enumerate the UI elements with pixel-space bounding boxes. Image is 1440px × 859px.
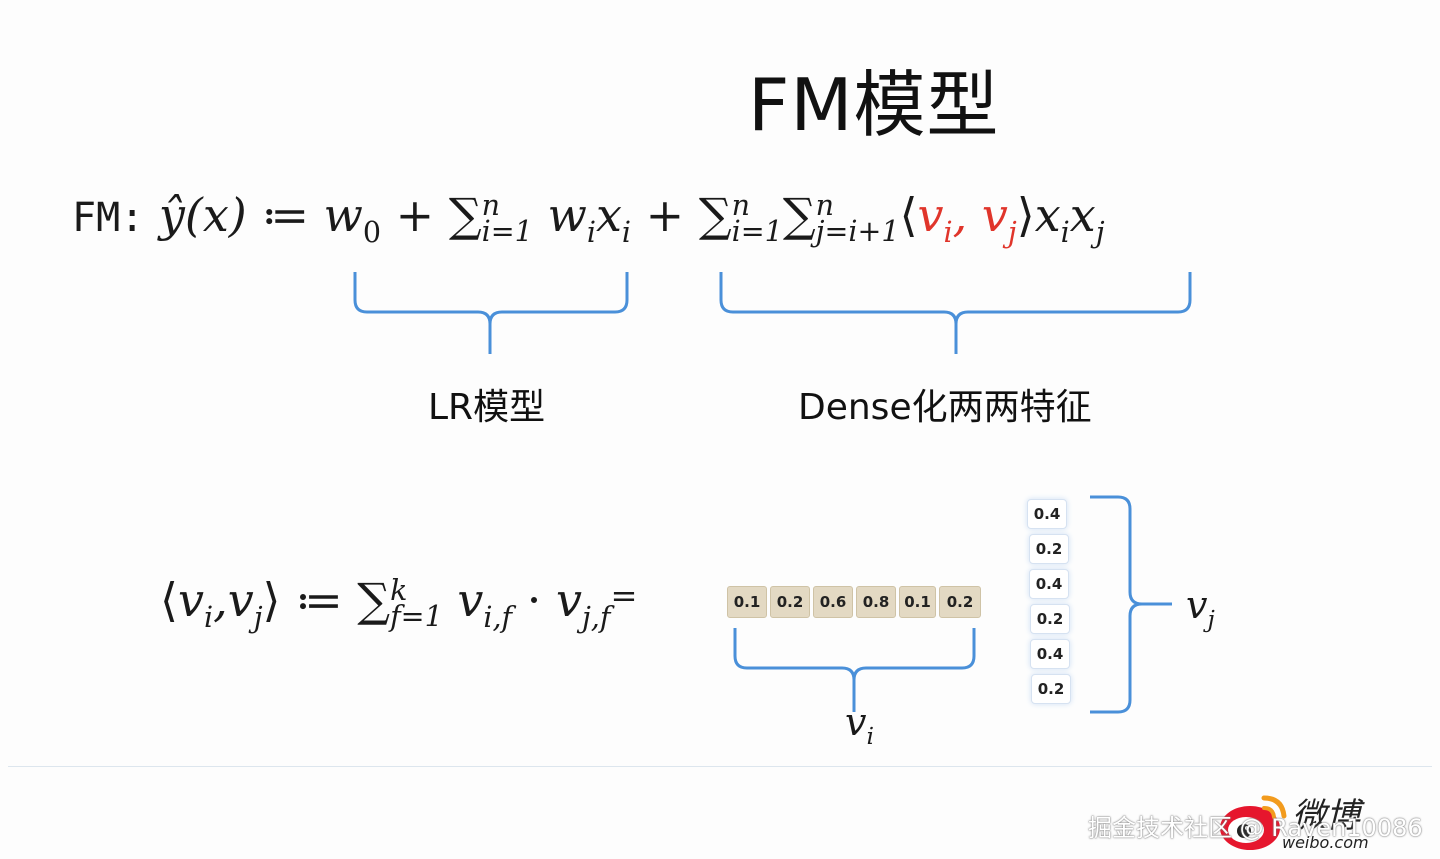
vi-cell: 0.2 [770,586,810,618]
vi-cell: 0.1 [727,586,767,618]
vi-cell: 0.2 [939,586,981,618]
vj-cell: 0.2 [1029,534,1069,564]
vi-brace [733,628,976,712]
weibo-url: weibo.com [1282,833,1369,852]
w0: w0 [323,188,382,249]
fm-prefix: FM: [72,195,145,241]
defeq-sign: ≔ [261,188,309,242]
vi-label: vi [845,700,874,750]
lr-brace [353,272,629,354]
dense-brace [719,272,1192,354]
lr-model-label: LR模型 [428,387,546,428]
dense-pairwise-label: Dense化两两特征 [798,387,1092,428]
y-hat: ŷ [158,188,185,242]
vj-cell: 0.2 [1030,604,1070,634]
page-title: FM模型 [748,63,1000,147]
weibo-logo-text: 微博 [1292,796,1360,836]
vj-cell: 0.4 [1029,569,1069,599]
plus-sign-2: + [645,188,685,242]
watermark-text: 掘金技术社区 @ Raven10086 [1088,814,1423,842]
bottom-divider [8,766,1432,767]
vi-cell: 0.6 [813,586,853,618]
vj-cell: 0.2 [1031,674,1071,704]
vj-brace [1090,495,1172,714]
vi-cell: 0.8 [856,586,896,618]
vj-cell: 0.4 [1030,639,1070,669]
xi-xj: xixj [1034,188,1105,249]
vj-cell: 0.4 [1027,499,1067,529]
weibo-logo-icon [1220,795,1287,850]
vi-cell: 0.1 [899,586,936,618]
vj-label: vj [1186,583,1215,633]
wi-xi: wixi [547,188,632,249]
inner-product: ⟨vi, vj⟩ [899,188,1035,249]
plus-sign: + [395,188,435,242]
x-paren: (x) [184,188,247,242]
